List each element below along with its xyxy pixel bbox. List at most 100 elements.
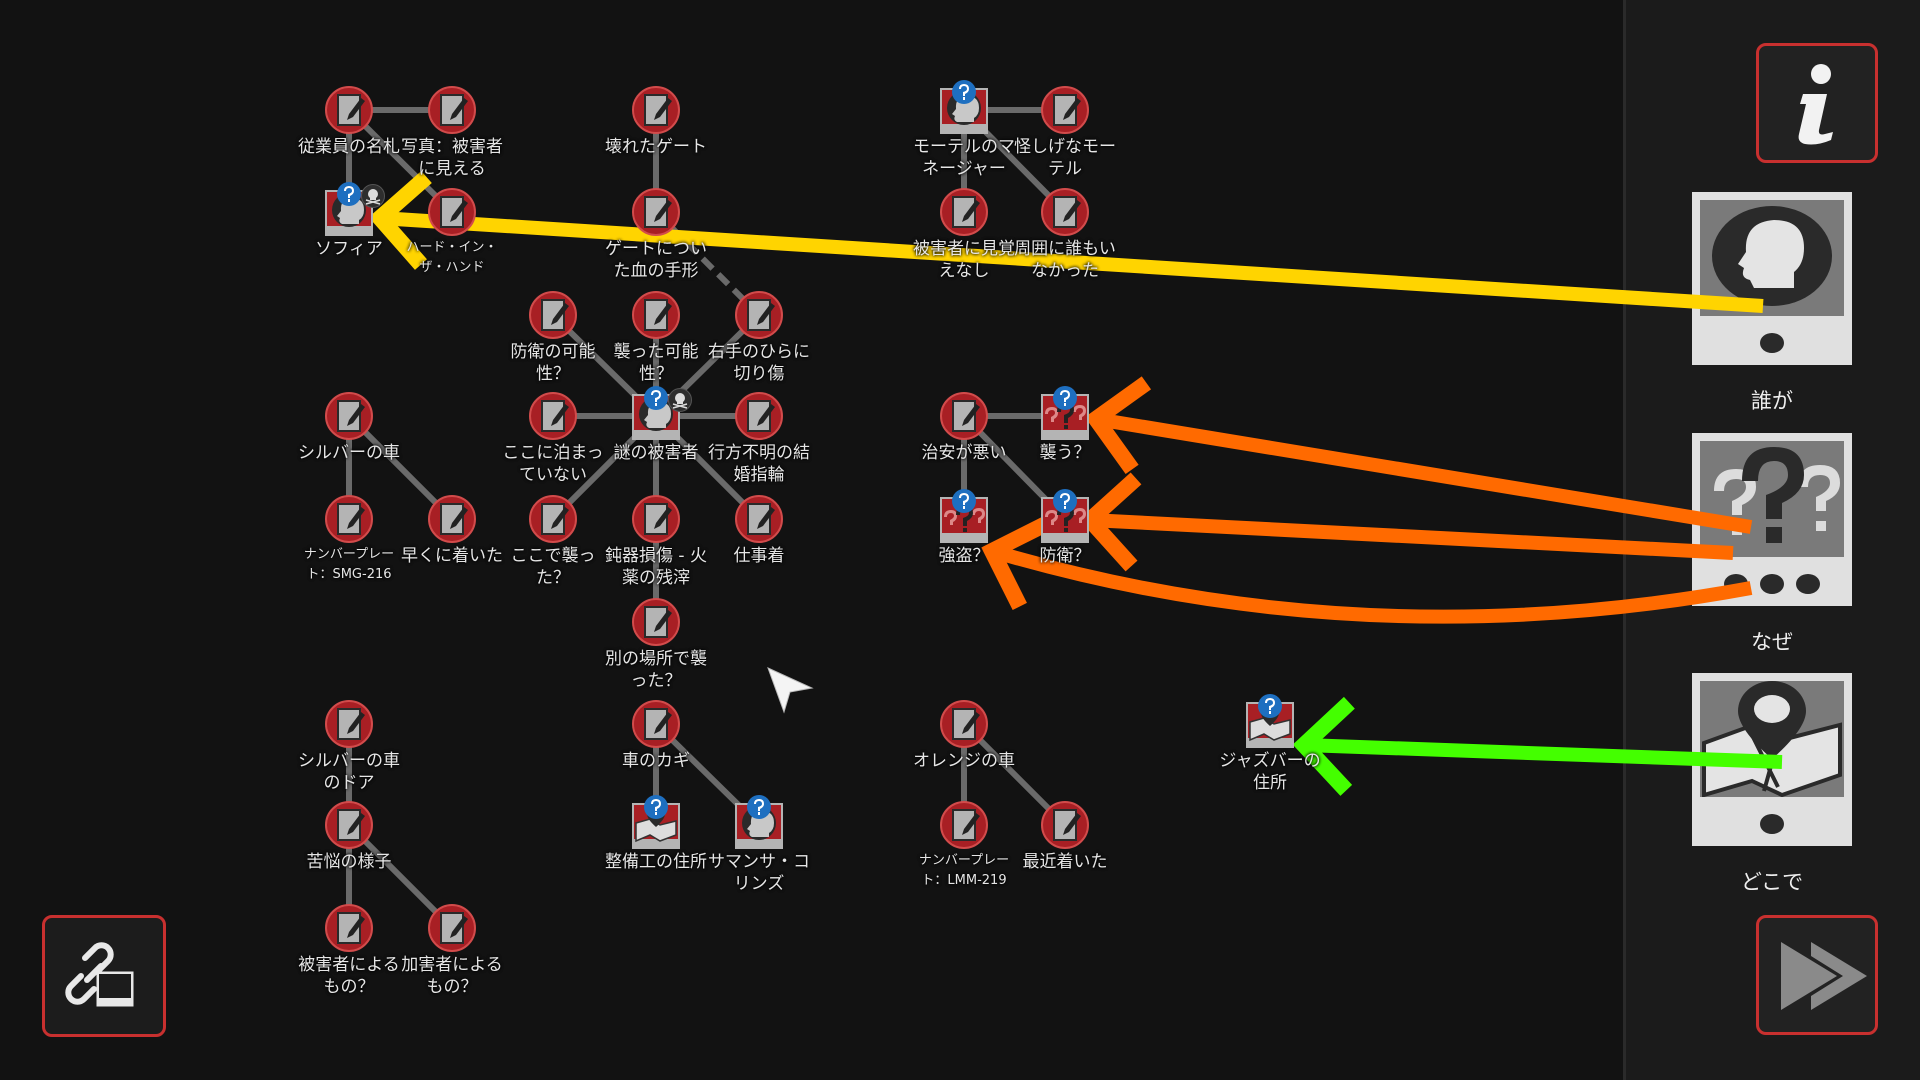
question-badge-icon (952, 489, 976, 513)
deduction-board: 従業員の名札写真：被害者に見えるソフィアハード・イン・ザ・ハンド 壊れたゲートゲー… (293, 80, 1326, 998)
person-node-icon (630, 386, 692, 442)
clue-label: 怪しげなモーテル (1014, 137, 1116, 179)
motive-node-icon (938, 489, 990, 545)
clue-node-n4[interactable]: ハード・イン・ザ・ハンド (396, 186, 508, 278)
question-badge-icon (644, 795, 668, 819)
clue-node-w2[interactable]: 襲う？ (1009, 386, 1121, 464)
clue-node-g4[interactable]: 襲った可能性？ (600, 289, 712, 385)
clue-node-g2[interactable]: ゲートについた血の手形 (600, 186, 712, 282)
note-node-icon (630, 493, 682, 545)
clue-node-c1[interactable]: シルバーの車 (293, 390, 405, 464)
clue-node-v[interactable]: 謎の被害者 (600, 386, 712, 464)
person-node-icon (733, 795, 785, 851)
category-card-who[interactable] (1692, 192, 1852, 365)
link-button[interactable] (42, 915, 166, 1037)
clue-node-k3[interactable]: サマンサ・コリンズ (703, 795, 815, 895)
note-node-icon (1039, 186, 1091, 238)
clue-node-o3[interactable]: 最近着いた (1009, 799, 1121, 873)
clue-label: 防衛？ (1039, 546, 1091, 566)
clue-node-n1[interactable]: 従業員の名札 (293, 84, 405, 158)
clue-node-g9[interactable]: 鈍器損傷 - 火薬の残滓 (600, 493, 712, 589)
clue-node-g5[interactable]: 右手のひらに切り傷 (703, 289, 815, 385)
clue-node-m2[interactable]: 怪しげなモーテル (1009, 84, 1121, 180)
clue-label: 謎の被害者 (613, 443, 699, 463)
note-icon (529, 495, 577, 543)
link-icon (65, 942, 137, 1010)
clue-node-g11[interactable]: 別の場所で襲った？ (600, 596, 712, 692)
clue-node-n2[interactable]: 写真：被害者に見える (396, 84, 508, 180)
info-button[interactable] (1756, 43, 1878, 163)
clue-label: 治安が悪い (921, 443, 1007, 463)
clue-label: ここに泊まっていない (502, 443, 604, 485)
clue-node-m1[interactable]: モーテルのマネージャー (908, 80, 1020, 180)
note-node-icon (527, 289, 579, 341)
clue-label: ソフィア (315, 239, 383, 259)
note-icon (940, 700, 988, 748)
clue-node-g7[interactable]: 行方不明の結婚指輪 (703, 390, 815, 486)
category-label-who: 誰が (1751, 389, 1793, 413)
category-label-where: どこで (1740, 870, 1804, 894)
note-node-icon (938, 390, 990, 442)
clue-node-g8[interactable]: ここで襲った？ (497, 493, 609, 589)
clue-node-g6[interactable]: ここに泊まっていない (497, 390, 609, 486)
clue-node-n3[interactable]: ソフィア (293, 182, 405, 260)
clue-node-c2[interactable]: ナンバープレート：SMG-216 (293, 493, 405, 585)
clue-node-g10[interactable]: 仕事着 (703, 493, 815, 567)
clue-node-j1[interactable]: ジャズバーの住所 (1214, 694, 1326, 794)
note-icon (632, 495, 680, 543)
person-node-icon (938, 80, 990, 136)
note-icon (428, 495, 476, 543)
clue-label: 写真：被害者に見える (401, 137, 503, 179)
motive-node-icon (1039, 386, 1091, 442)
note-icon (632, 291, 680, 339)
question-badge-icon (747, 795, 771, 819)
note-icon (428, 188, 476, 236)
note-icon (529, 392, 577, 440)
category-card-where[interactable] (1692, 673, 1852, 846)
clue-node-k2[interactable]: 整備工の住所 (600, 795, 712, 873)
clue-node-w4[interactable]: 防衛？ (1009, 489, 1121, 567)
clue-node-m4[interactable]: 周囲に誰もいなかった (1009, 186, 1121, 282)
note-node-icon (630, 698, 682, 750)
note-node-icon (1039, 84, 1091, 136)
person-node-icon (323, 182, 385, 238)
clue-label: 鈍器損傷 - 火薬の残滓 (605, 546, 707, 588)
note-icon (428, 86, 476, 134)
next-button[interactable] (1756, 915, 1878, 1035)
clue-label: ナンバープレート：LMM-219 (918, 853, 1010, 888)
clue-label: ゲートについた血の手形 (605, 239, 707, 281)
clue-node-g3[interactable]: 防衛の可能性？ (497, 289, 609, 385)
question-badge-icon (337, 182, 361, 206)
connection-line (346, 413, 455, 522)
clue-label: ナンバープレート：SMG-216 (303, 547, 395, 582)
clue-node-d1[interactable]: シルバーの車のドア (293, 698, 405, 794)
clue-node-d3[interactable]: 被害者によるもの？ (293, 902, 405, 998)
clue-label: サマンサ・コリンズ (708, 852, 810, 894)
note-node-icon (630, 84, 682, 136)
clue-node-k1[interactable]: 車のカギ (600, 698, 712, 772)
note-icon (632, 598, 680, 646)
clue-label: 襲う？ (1039, 443, 1091, 463)
note-node-icon (1039, 799, 1091, 851)
note-node-icon (527, 390, 579, 442)
note-node-icon (426, 902, 478, 954)
clue-node-m3[interactable]: 被害者に見覚えなし (908, 186, 1020, 282)
clue-node-w1[interactable]: 治安が悪い (908, 390, 1020, 464)
connection-line (346, 107, 455, 215)
question-marks-icon (940, 497, 988, 543)
skull-icon (361, 184, 385, 208)
question-badge-icon (952, 80, 976, 104)
clue-node-d2[interactable]: 苦悩の様子 (293, 799, 405, 873)
note-node-icon (527, 493, 579, 545)
place-node-icon (1244, 694, 1296, 750)
clue-label: シルバーの車 (298, 443, 400, 463)
clue-node-d4[interactable]: 加害者によるもの？ (396, 902, 508, 998)
clue-node-o2[interactable]: ナンバープレート：LMM-219 (908, 799, 1020, 891)
note-node-icon (323, 84, 375, 136)
category-card-why[interactable] (1692, 433, 1852, 606)
clue-node-g1[interactable]: 壊れたゲート (600, 84, 712, 158)
clue-node-w3[interactable]: 強盗？ (908, 489, 1020, 567)
clue-node-o1[interactable]: オレンジの車 (908, 698, 1020, 772)
clue-node-c3[interactable]: 早くに着いた (396, 493, 508, 567)
note-node-icon (733, 390, 785, 442)
